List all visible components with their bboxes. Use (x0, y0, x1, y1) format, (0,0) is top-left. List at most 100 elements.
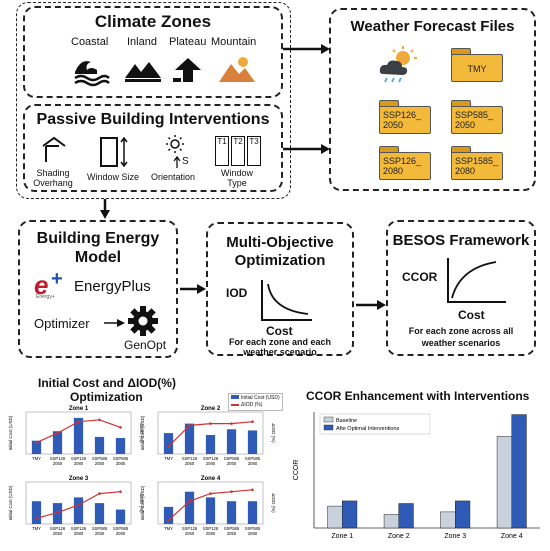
zone-chart-title: Zone 1 (69, 406, 89, 412)
energyplus-logo: e + Energy+ (34, 268, 63, 300)
zone-category-label: 2080 (206, 461, 216, 466)
bem-title-line1: Building Energy (36, 230, 160, 247)
ccor-bar-after-4 (511, 414, 527, 529)
arrow-climate-to-weather (283, 44, 330, 54)
zone-label-plateau: Plateau (169, 36, 207, 48)
passive-interventions-box: Passive Building Interventions S T1 T2 T… (23, 104, 283, 192)
zone-category-label: SSP126 (50, 526, 66, 531)
zone-bar (205, 435, 216, 454)
ccor-bar-baseline-4 (496, 436, 512, 529)
zone-ylabel-left: Initial Cost (USD) (8, 485, 13, 520)
window-size-icon (100, 136, 128, 168)
ccor-bar-baseline-3 (440, 511, 456, 529)
zone-category-label: SSP126 (203, 526, 219, 531)
zone-chart-title: Zone 3 (69, 476, 89, 482)
zone-bar (31, 501, 42, 524)
weather-file-tmy[interactable]: TMY (451, 48, 503, 82)
zone-delta-iod-point (230, 490, 233, 493)
zone-delta-iod-point (251, 488, 254, 492)
energyplus-label: EnergyPlus (74, 278, 151, 295)
zone-category-label: SSP585 (92, 526, 108, 531)
gear-icon (128, 306, 158, 336)
window-pane-t2: T2 (231, 136, 245, 166)
zone-category-label: SSP126 (50, 456, 66, 461)
zone-category-label: SSP126 (71, 526, 87, 531)
zone-bar (163, 506, 174, 524)
pareto-front-plot (261, 280, 312, 321)
window-size-label: Window Size (87, 172, 140, 182)
zone-category-label: TMY (32, 456, 41, 461)
zone-bar (184, 491, 195, 524)
zone-delta-iod-point (167, 445, 170, 448)
passive-interventions-title: Passive Building Interventions (36, 111, 270, 128)
zone-bar (205, 497, 216, 524)
zone-delta-iod-point (251, 420, 254, 423)
zone-category-label: 2080 (74, 461, 84, 466)
zone-category-label: SSP585 (92, 456, 108, 461)
ccor-legend-label: Baseline (336, 418, 357, 424)
orientation-label: Orientation (151, 172, 196, 182)
legend-initial-cost: Initial Cost (USD) (241, 395, 280, 401)
zone-label-inland: Inland (127, 36, 157, 48)
zone-category-label: 2050 (53, 461, 63, 466)
zone-bar (184, 423, 195, 454)
zone-ylabel-right: ΔIOD (%) (271, 423, 276, 443)
zone-category-label: 2080 (116, 531, 126, 536)
zone-category-label: SSP126 (71, 456, 87, 461)
besos-caption-line2: weather scenarios (421, 338, 501, 348)
zone-category-label: 2080 (248, 461, 258, 466)
zone-chart-title: Zone 4 (201, 476, 221, 482)
zone-category-label: SSP585 (224, 456, 240, 461)
zone-chart-title: Zone 2 (201, 406, 221, 412)
zone-label-coastal: Coastal (71, 36, 109, 48)
zone-delta-iod-point (188, 499, 191, 503)
zone-ylabel-right: ΔIOD (%) (139, 423, 144, 443)
besos-ylabel: CCOR (402, 270, 438, 284)
energyplus-logo-sub: Energy+ (36, 294, 55, 300)
ccor-bar-baseline-1 (327, 505, 343, 529)
orientation-sun-icon (166, 135, 184, 153)
zone-delta-iod-point (35, 441, 38, 444)
zone-category-label: SSP585 (113, 456, 129, 461)
zone-bar (94, 436, 105, 454)
zone-category-label: SSP585 (245, 456, 261, 461)
ccor-category-label: Zone 1 (331, 533, 353, 540)
ccor-bar-baseline-2 (383, 514, 399, 529)
legend-delta-iod: ΔIOD (%) (241, 402, 263, 408)
weather-file-ssp1585-2080[interactable]: SSP1585_ 2080 (451, 146, 503, 180)
zone-category-label: TMY (32, 526, 41, 531)
weather-file-ssp126-2050[interactable]: SSP126_ 2050 (379, 100, 431, 134)
zone-delta-iod-point (98, 418, 101, 422)
weather-files-title: Weather Forecast Files (350, 18, 515, 35)
zone-delta-iod-point (56, 511, 59, 514)
arrow-passive-to-weather (283, 144, 330, 154)
mountain-icon (219, 57, 255, 82)
weather-file-ssp126-2080[interactable]: SSP126_ 2080 (379, 146, 431, 180)
moo-ylabel: IOD (226, 286, 248, 300)
window-pane-t3: T3 (247, 136, 261, 166)
zone-bar (226, 429, 237, 454)
zone-category-label: SSP585 (113, 526, 129, 531)
weather-file-ssp585-2050[interactable]: SSP585_ 2050 (451, 100, 503, 134)
zone-category-label: SSP126 (182, 456, 198, 461)
zone-bar (31, 440, 42, 454)
zone-delta-iod-point (209, 492, 212, 495)
genopt-label: GenOpt (124, 338, 167, 352)
zone-label-mountain: Mountain (211, 36, 257, 48)
zone-delta-iod-point (98, 492, 101, 495)
window-type-icon: T1 T2 T3 (215, 136, 261, 166)
plateau-arrow-icon (173, 58, 201, 82)
arrow-inputs-to-bem (100, 199, 110, 219)
zone-delta-iod-point (209, 422, 212, 425)
arrow-moo-to-besos (356, 300, 386, 310)
zone-delta-iod-point (119, 490, 122, 493)
ccor-category-label: Zone 2 (388, 533, 410, 540)
shading-overhang-label: Shading Overhang (33, 168, 73, 188)
zone-category-label: 2080 (248, 531, 258, 536)
zone-delta-iod-point (188, 424, 191, 427)
zone-bar (115, 509, 126, 524)
